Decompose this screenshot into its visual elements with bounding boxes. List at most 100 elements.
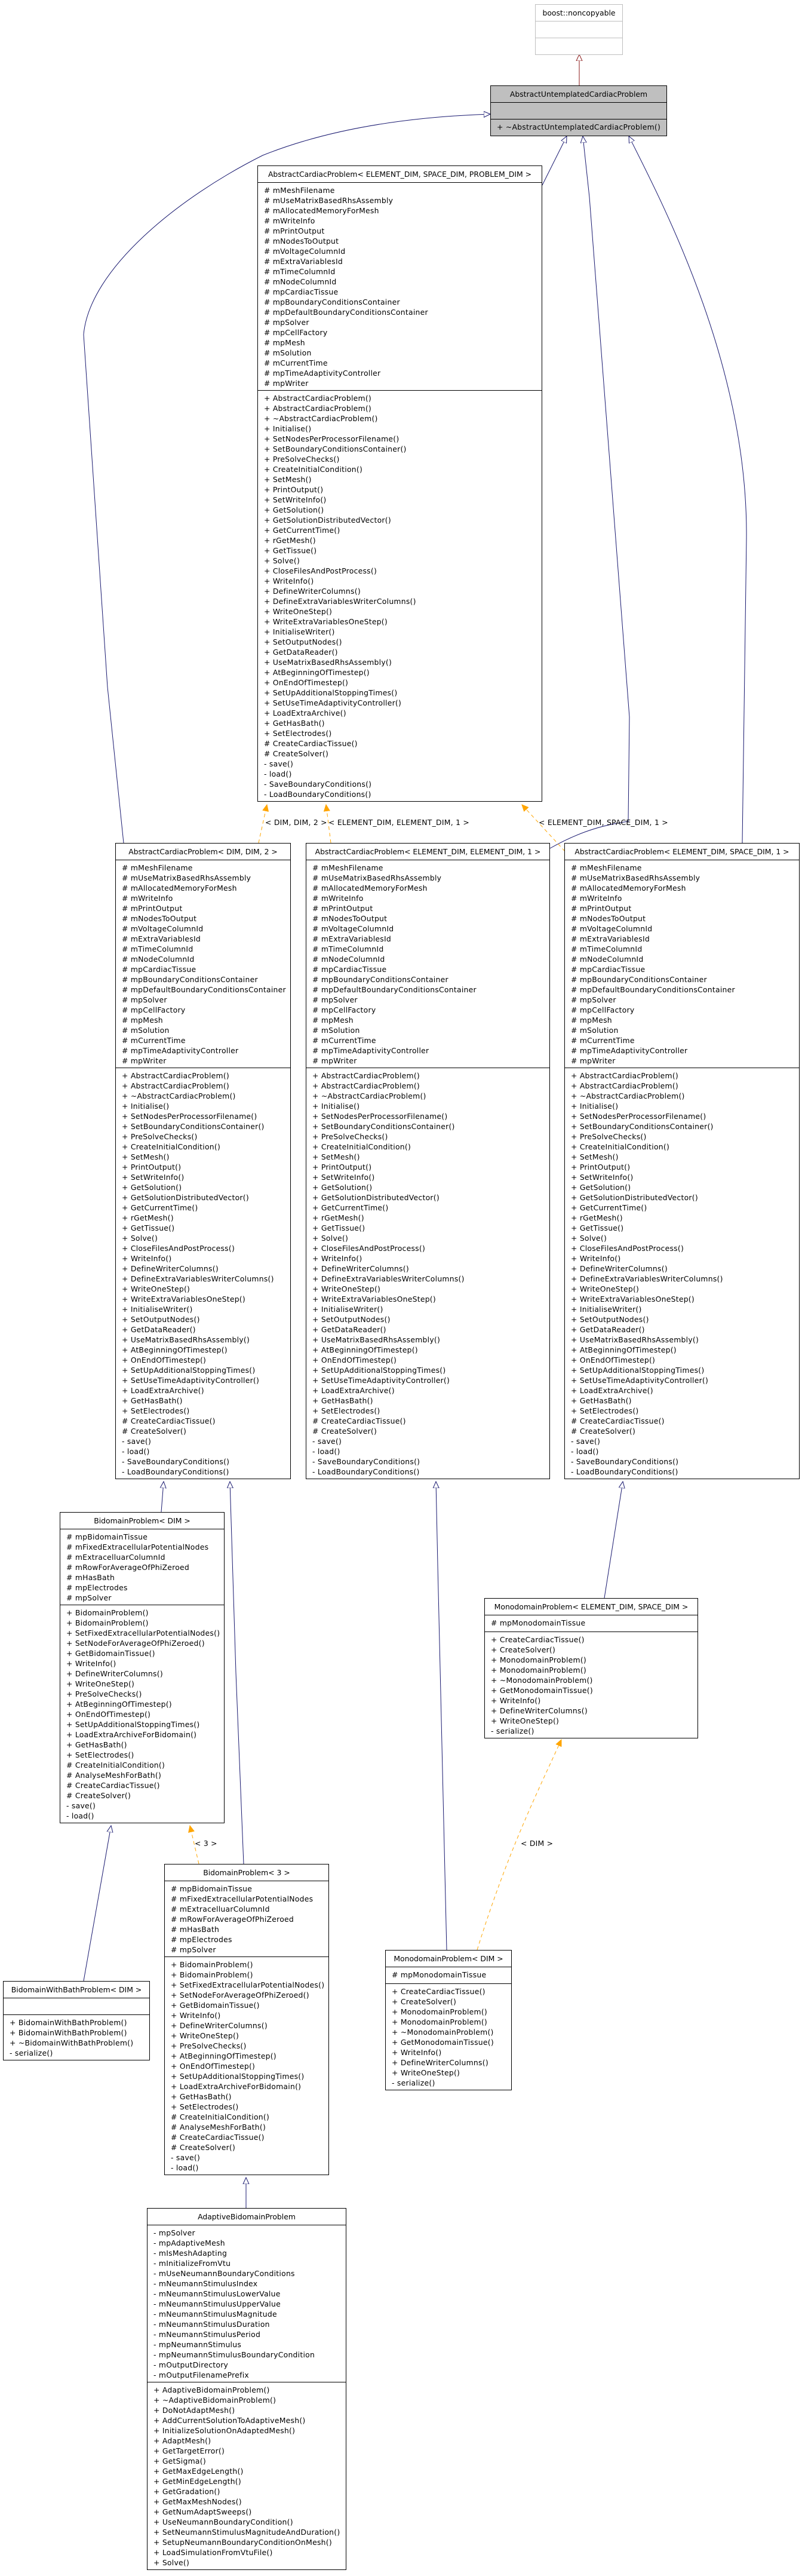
attribute-item: # mpCellFactory — [312, 1005, 376, 1014]
attribute-item: # mpBoundaryConditionsContainer — [571, 975, 707, 984]
method-item: # CreateCardiacTissue() — [171, 2133, 265, 2142]
method-item: + GetTissue() — [264, 546, 317, 555]
method-item: + AtBeginningOfTimestep() — [66, 1700, 172, 1709]
attribute-item: # mRowForAverageOfPhiZeroed — [171, 1915, 294, 1924]
attribute-item: - mIsMeshAdapting — [153, 2249, 228, 2258]
edge-monodomain-generic-to-acp — [604, 1482, 623, 1599]
attribute-item: # mExtraVariablesId — [264, 257, 343, 266]
attribute-item: # mUseMatrixBasedRhsAssembly — [571, 873, 700, 882]
method-item: + OnEndOfTimestep() — [571, 1356, 656, 1364]
class-title: AbstractCardiacProblem< ELEMENT_DIM, SPA… — [258, 166, 542, 183]
attribute-item: # mpCardiacTissue — [571, 965, 646, 974]
attribute-item: - mNeumannStimulusUpperValue — [153, 2299, 281, 2308]
method-item: + UseNeumannBoundaryCondition() — [153, 2517, 293, 2526]
method-item: + AbstractCardiacProblem() — [571, 1071, 678, 1080]
method-item: + SetNeumannStimulusMagnitudeAndDuration… — [153, 2528, 340, 2537]
method-item: + SetWriteInfo() — [122, 1173, 185, 1182]
attribute-item: # mpMesh — [312, 1016, 354, 1025]
class-abstract-cardiac-problem-elem-elem-1[interactable]: AbstractCardiacProblem< ELEMENT_DIM, ELE… — [306, 843, 550, 1479]
class-bidomain-problem-3[interactable]: BidomainProblem< 3 ># mpBidomainTissue# … — [164, 1864, 329, 2175]
method-item: + SetUpAdditionalStoppingTimes() — [264, 688, 398, 697]
attribute-item: # mMeshFilename — [264, 186, 335, 195]
method-item: # CreateSolver() — [312, 1427, 377, 1436]
attributes-section: # mpBidomainTissue# mFixedExtracellularP… — [60, 1529, 224, 1605]
attribute-item: # mNodesToOutput — [312, 914, 388, 923]
method-item: + SetUseTimeAdaptivityController() — [571, 1376, 709, 1385]
method-item: + GetBidomainTissue() — [66, 1649, 155, 1658]
attribute-item: # mpSolver — [171, 1945, 216, 1954]
class-adaptive-bidomain-problem[interactable]: AdaptiveBidomainProblem- mpSolver- mpAda… — [147, 2208, 346, 2570]
method-item: + rGetMesh() — [264, 536, 316, 545]
method-item: + DefineWriterColumns() — [312, 1264, 409, 1273]
method-item: + WriteInfo() — [491, 1696, 541, 1705]
methods-section: + AbstractCardiacProblem()+ AbstractCard… — [306, 1068, 549, 1479]
attribute-item: # mMeshFilename — [312, 863, 383, 872]
class-abstract-cardiac-problem-dim-dim-2[interactable]: AbstractCardiacProblem< DIM, DIM, 2 ># m… — [115, 843, 291, 1479]
attribute-item: # mpMesh — [122, 1016, 163, 1025]
method-item: + GetGradation() — [153, 2487, 220, 2496]
attribute-item: - mNeumannStimulusLowerValue — [153, 2289, 281, 2298]
class-monodomain-problem-dim[interactable]: MonodomainProblem< DIM > # mpMonodomainTi… — [385, 1950, 512, 2090]
method-item: # CreateSolver() — [171, 2143, 236, 2152]
class-abstract-cardiac-problem[interactable]: AbstractCardiacProblem< ELEMENT_DIM, SPA… — [257, 165, 542, 802]
method-item: + SetBoundaryConditionsContainer() — [571, 1122, 714, 1131]
methods-section: + BidomainProblem()+ BidomainProblem()+ … — [165, 1957, 328, 2175]
method-item: + InitialiseWriter() — [312, 1305, 383, 1314]
attribute-item: # mPrintOutput — [122, 904, 183, 913]
method-item: + CreateInitialCondition() — [264, 465, 363, 474]
method-item: + WriteExtraVariablesOneStep() — [571, 1295, 695, 1304]
method-item: + SetUpAdditionalStoppingTimes() — [571, 1366, 705, 1375]
method-item: + LoadExtraArchive() — [571, 1386, 653, 1395]
method-item: + DefineWriterColumns() — [571, 1264, 668, 1273]
method-item: + CloseFilesAndPostProcess() — [571, 1244, 684, 1253]
attribute-item: - mOutputFilenamePrefix — [153, 2370, 249, 2379]
method-item: + SetNodeForAverageOfPhiZeroed() — [66, 1639, 205, 1648]
method-item: # CreateInitialCondition() — [171, 2112, 270, 2121]
class-abstract-cardiac-problem-elem-space-1[interactable]: AbstractCardiacProblem< ELEMENT_DIM, SPA… — [564, 843, 800, 1479]
method-item: # CreateCardiacTissue() — [312, 1416, 406, 1425]
edge-bidomain-dim-to-acp — [161, 1482, 164, 1513]
class-bidomain-with-bath-problem[interactable]: BidomainWithBathProblem< DIM >+ Bidomain… — [3, 1981, 150, 2060]
class-bidomain-problem-dim[interactable]: BidomainProblem< DIM ># mpBidomainTissue… — [60, 1512, 225, 1823]
method-item: + SetFixedExtracellularPotentialNodes() — [171, 1980, 325, 1989]
method-item: + SetElectrodes() — [571, 1406, 639, 1415]
method-item: + SetWriteInfo() — [312, 1173, 375, 1182]
attribute-item: # mExtraVariablesId — [122, 934, 201, 943]
method-item: + SetOutputNodes() — [312, 1315, 391, 1324]
attributes-section: # mpMonodomainTissue — [386, 1967, 511, 1984]
method-item: + WriteExtraVariablesOneStep() — [122, 1295, 245, 1304]
method-item: + DefineWriterColumns() — [66, 1669, 163, 1678]
method-item: + AtBeginningOfTimestep() — [264, 668, 370, 677]
method-item: - load() — [66, 1811, 94, 1820]
attribute-item: # mpCardiacTissue — [122, 965, 196, 974]
method-item: + GetTissue() — [312, 1223, 365, 1232]
attribute-item: # mpBidomainTissue — [171, 1884, 253, 1893]
class-title: MonodomainProblem< DIM > — [386, 1951, 511, 1967]
method-item: + SetOutputNodes() — [571, 1315, 649, 1324]
method-item: + AddCurrentSolutionToAdaptiveMesh() — [153, 2416, 306, 2425]
method-item: - serialize() — [10, 2048, 53, 2057]
attribute-item: # mFixedExtracellularPotentialNodes — [66, 1542, 209, 1551]
attribute-item: # mpMonodomainTissue — [392, 1970, 487, 1979]
method-item: + LoadSimulationFromVtuFile() — [153, 2548, 273, 2557]
method-item: + PrintOutput() — [312, 1163, 372, 1172]
class-title: MonodomainProblem< ELEMENT_DIM, SPACE_DI… — [485, 1599, 697, 1615]
method-item: + WriteOneStep() — [312, 1284, 381, 1293]
method-item: # CreateCardiacTissue() — [66, 1781, 160, 1790]
class-abstract-untemplated-cardiac-problem[interactable]: AbstractUntemplatedCardiacProblem+ ~Abst… — [490, 85, 667, 136]
method-item: + DefineWriterColumns() — [392, 2058, 488, 2067]
class-boost-noncopyable[interactable]: boost::noncopyable — [535, 4, 623, 55]
class-monodomain-problem-generic[interactable]: MonodomainProblem< ELEMENT_DIM, SPACE_DI… — [484, 1598, 698, 1738]
method-item: - serialize() — [491, 1726, 534, 1735]
method-item: + BidomainProblem() — [171, 1970, 253, 1979]
edge-label-dim: < DIM > — [521, 1839, 554, 1848]
method-item: + SetElectrodes() — [171, 2102, 239, 2111]
method-item: + UseMatrixBasedRhsAssembly() — [122, 1335, 250, 1344]
attribute-item: # mTimeColumnId — [122, 944, 193, 953]
method-item: - load() — [312, 1447, 340, 1456]
method-item: + GetTissue() — [122, 1223, 175, 1232]
method-item: + AdaptiveBidomainProblem() — [153, 2385, 270, 2394]
method-item: + ~AbstractCardiacProblem() — [264, 414, 378, 423]
